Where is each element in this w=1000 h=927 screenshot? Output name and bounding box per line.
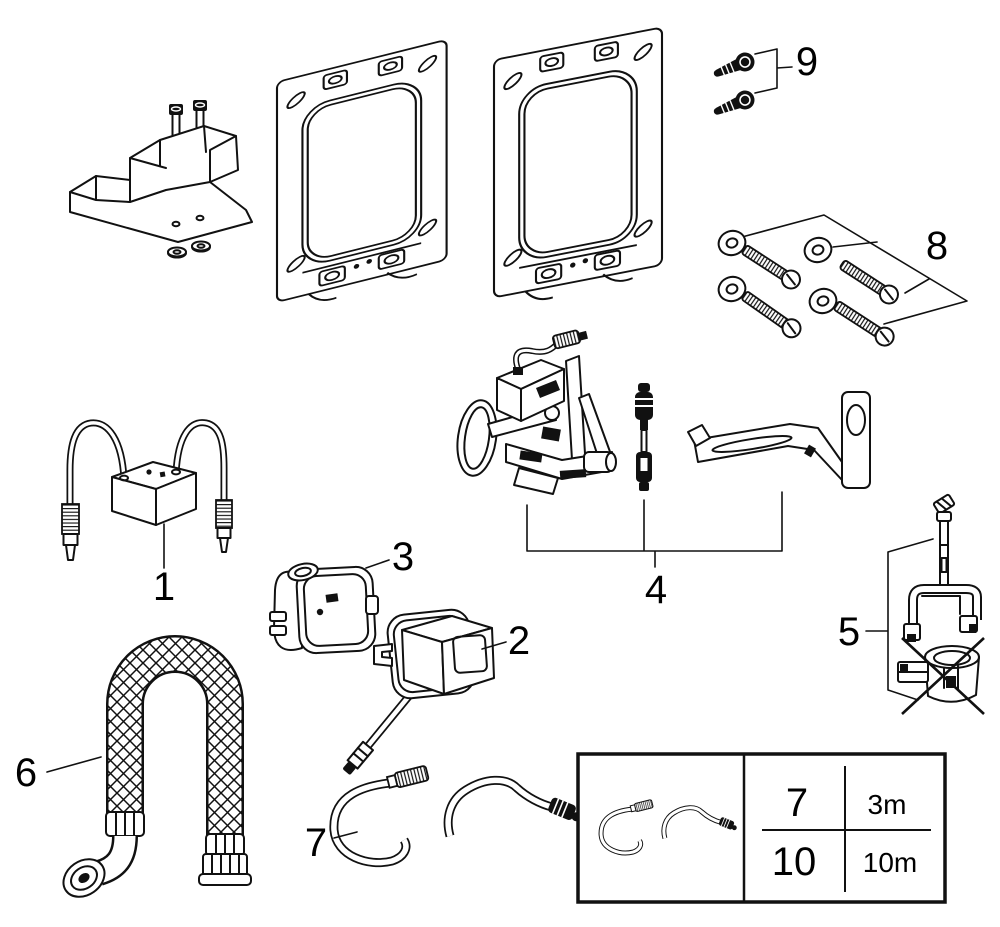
junction-box-drawing bbox=[61, 419, 233, 569]
fixing-screws-drawing bbox=[713, 48, 793, 115]
mounting-frame-right-drawing bbox=[492, 26, 664, 311]
table-row1-length: 3m bbox=[867, 789, 907, 820]
item4-leader-lines bbox=[526, 491, 783, 568]
connection-cable-drawing bbox=[334, 765, 584, 862]
part-label-6: 6 bbox=[14, 751, 38, 795]
part-label-9: 9 bbox=[795, 40, 819, 84]
part-label-2: 2 bbox=[507, 619, 531, 663]
mounting-frame-left-drawing bbox=[275, 38, 448, 314]
braided-hose-drawing bbox=[46, 635, 252, 898]
table-row1-part-number: 7 bbox=[785, 781, 809, 825]
part-label-8: 8 bbox=[925, 224, 949, 268]
table-row2-length: 10m bbox=[862, 847, 918, 878]
part-label-4: 4 bbox=[644, 568, 668, 612]
z-bracket-drawing bbox=[687, 391, 871, 489]
sensor-housing-drawing bbox=[269, 559, 390, 655]
connector-cable-short-drawing bbox=[635, 383, 653, 491]
table-row2-part-number: 10 bbox=[771, 840, 817, 884]
part-label-3: 3 bbox=[391, 535, 415, 579]
mounting-clamp-assembly-drawing bbox=[69, 100, 253, 259]
screws-washers-drawing bbox=[717, 214, 968, 347]
part-label-1: 1 bbox=[152, 565, 176, 609]
size-table-frame bbox=[576, 752, 947, 904]
servo-valve-drawing bbox=[456, 329, 617, 495]
part-label-7: 7 bbox=[304, 821, 328, 865]
solenoid-drawing bbox=[343, 608, 507, 775]
actuator-rod-bracket-drawing bbox=[865, 493, 985, 715]
part-label-5: 5 bbox=[837, 610, 861, 654]
